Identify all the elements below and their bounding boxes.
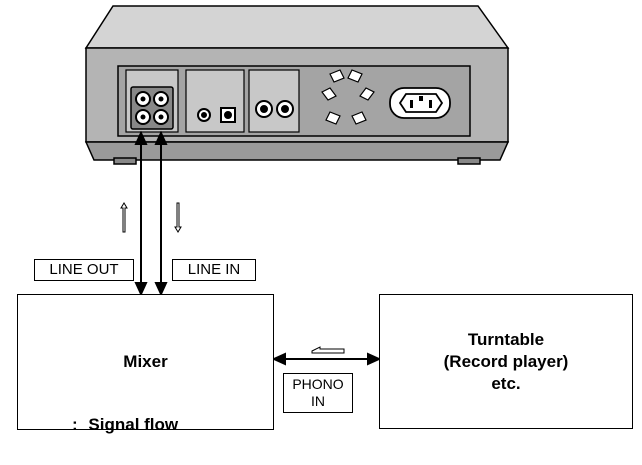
- phono-cable: [271, 352, 382, 366]
- phono-label-line2: IN: [311, 393, 325, 409]
- turntable-label-line1: Turntable: [467, 329, 545, 349]
- rca-jack-pair: [255, 100, 294, 118]
- line-in-label: LINE IN: [172, 259, 256, 281]
- ac-inlet: [389, 87, 451, 119]
- fan-vent: [321, 69, 375, 125]
- legend-text: Signal flow: [88, 415, 179, 434]
- turntable-label-line2: (Record player): [443, 351, 569, 371]
- legend-separator: :: [72, 415, 78, 434]
- legend: : Signal flow: [72, 415, 178, 435]
- turntable-label-line3: etc.: [491, 373, 521, 393]
- phono-label-line1: PHONO: [292, 376, 344, 392]
- line-out-label: LINE OUT: [34, 259, 134, 281]
- phono-in-label: PHONO IN: [283, 373, 353, 413]
- mixer-label: Mixer: [123, 352, 168, 371]
- turntable-box: Turntable (Record player) etc.: [379, 294, 633, 429]
- digital-jacks: [197, 107, 236, 123]
- rca-jack-block: [130, 86, 174, 130]
- cables: [134, 130, 168, 297]
- signal-flow-arrows: [120, 202, 345, 354]
- mixer-box: Mixer: [17, 294, 274, 430]
